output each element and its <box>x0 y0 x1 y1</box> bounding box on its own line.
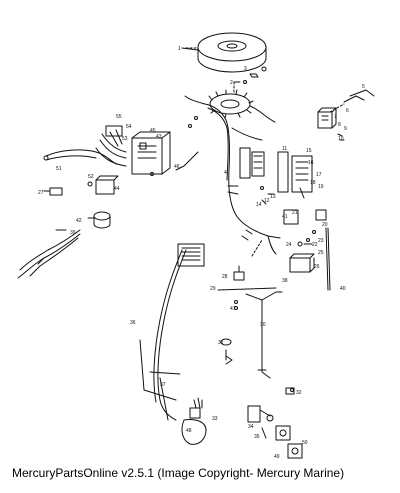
key-switch <box>247 405 274 439</box>
stator <box>208 89 276 123</box>
hardware-fasteners <box>150 116 316 392</box>
callout-32: 32 <box>296 390 302 396</box>
callout-4: 4 <box>224 170 227 176</box>
callout-20: 20 <box>322 222 328 228</box>
callout-48: 48 <box>186 428 192 434</box>
retaining-clip <box>225 355 233 365</box>
callout-27: 27 <box>38 190 44 196</box>
battery-harness <box>17 229 81 279</box>
cable-clamp <box>220 338 232 361</box>
connector-pack <box>177 243 205 267</box>
callout-2: 2 <box>230 80 233 86</box>
callout-47: 47 <box>230 306 236 312</box>
terminal-strip <box>277 151 313 199</box>
callout-22: 22 <box>312 242 318 248</box>
callout-51: 51 <box>56 166 62 172</box>
callout-6: 6 <box>346 108 349 114</box>
terminal-block <box>43 187 63 196</box>
starter-relay-block <box>261 193 327 225</box>
callout-7: 7 <box>334 114 337 120</box>
callout-43: 43 <box>156 134 162 140</box>
callout-11: 11 <box>282 146 287 152</box>
switch-box <box>131 131 171 175</box>
callout-36: 36 <box>130 320 136 326</box>
callout-24: 24 <box>286 242 292 248</box>
callout-46: 46 <box>174 164 180 170</box>
callout-26: 26 <box>314 264 320 270</box>
coil-leads <box>95 125 127 167</box>
remote-control-harness <box>153 249 187 421</box>
callout-54: 54 <box>126 124 132 130</box>
callout-18: 18 <box>310 180 316 186</box>
callout-29: 29 <box>210 286 216 292</box>
callout-49: 49 <box>274 454 280 460</box>
callout-14: 14 <box>256 202 262 208</box>
flywheel <box>181 32 267 73</box>
leader-lines <box>185 47 345 257</box>
callout-17: 17 <box>316 172 322 178</box>
callout-39: 39 <box>70 230 76 236</box>
callout-28: 28 <box>222 274 228 280</box>
callout-5: 5 <box>362 84 365 90</box>
callout-44: 44 <box>114 186 120 192</box>
copyright-caption: MercuryPartsOnline v2.5.1 (Image Copyrig… <box>12 466 345 480</box>
regulator-bracket <box>317 95 365 141</box>
ground-wire <box>349 89 375 97</box>
callout-10: 10 <box>338 136 344 142</box>
spark-plug-leads <box>43 149 117 165</box>
cable-29 <box>217 287 277 291</box>
callout-55: 55 <box>116 114 122 120</box>
callout-9: 9 <box>344 126 347 132</box>
flywheel-nut <box>233 66 267 84</box>
battery-cable <box>325 227 331 291</box>
callout-23: 23 <box>318 238 324 244</box>
callout-25: 25 <box>318 250 324 256</box>
callout-21: 21 <box>292 210 298 216</box>
callout-38: 38 <box>282 278 288 284</box>
callout-3: 3 <box>244 66 247 72</box>
harness-connectors <box>239 147 265 179</box>
callout-31: 31 <box>218 340 224 346</box>
callout-8: 8 <box>338 122 341 128</box>
callout-35: 35 <box>254 434 260 440</box>
fuse-holder <box>233 265 245 281</box>
ignition-switch <box>181 397 207 445</box>
callout-1: 1 <box>178 46 181 52</box>
callout-12: 12 <box>264 198 270 204</box>
callout-16: 16 <box>308 160 314 166</box>
callout-40: 40 <box>340 286 346 292</box>
main-wire-harness <box>175 95 281 255</box>
callout-30: 30 <box>260 322 266 328</box>
rectifier <box>87 175 119 195</box>
callout-41: 41 <box>282 214 288 220</box>
callout-33: 33 <box>212 416 218 422</box>
solenoid <box>87 211 111 229</box>
callout-34: 34 <box>248 424 254 430</box>
small-bracket <box>285 387 295 395</box>
mounting-plate <box>275 425 303 459</box>
callout-13: 13 <box>270 194 276 200</box>
callout-50: 50 <box>302 440 308 446</box>
callout-19: 19 <box>318 184 324 190</box>
lead-bundle <box>139 339 181 421</box>
callout-45: 45 <box>150 128 156 134</box>
callout-53: 53 <box>122 136 128 142</box>
callout-42: 42 <box>76 218 82 224</box>
cable-bracket <box>245 291 283 379</box>
callout-15: 15 <box>306 148 312 154</box>
callout-52: 52 <box>88 174 94 180</box>
callout-37: 37 <box>160 382 166 388</box>
starter-solenoid <box>289 241 315 273</box>
callout-labels: 1 2 3 4 5 6 7 8 9 10 11 12 13 14 15 16 1… <box>38 46 365 460</box>
